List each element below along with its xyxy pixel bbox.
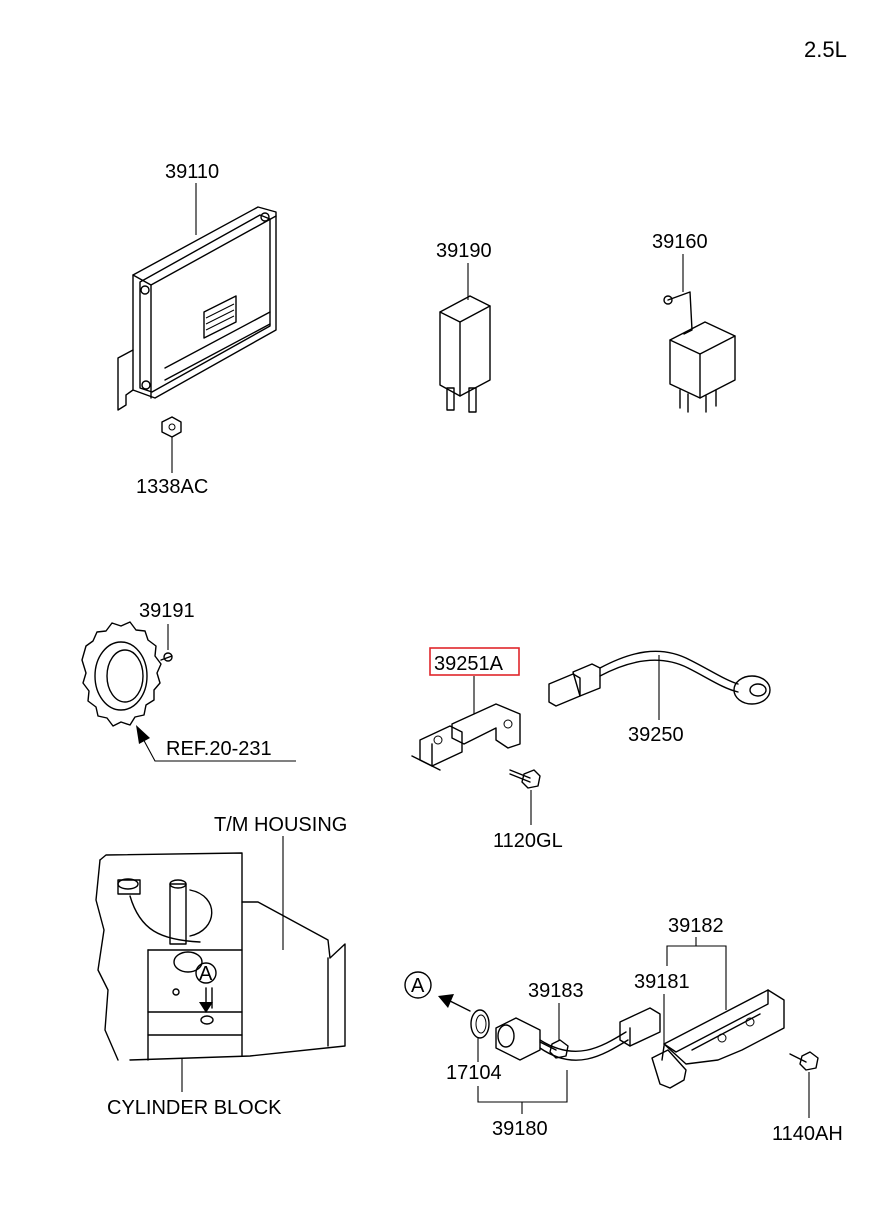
reference-label[interactable]: REF.20-231 <box>166 738 272 760</box>
oring-drawing <box>470 1009 490 1039</box>
part-number-39183[interactable]: 39183 <box>528 980 584 1002</box>
knock-bracket-drawing <box>411 703 521 771</box>
relay-39190-drawing <box>439 295 491 413</box>
part-number-39190[interactable]: 39190 <box>436 240 492 262</box>
knock-sensor-drawing <box>548 650 771 707</box>
view-marker-a-detail[interactable]: A <box>411 975 425 997</box>
view-marker-a-engine[interactable]: A <box>199 963 213 985</box>
highlight-box-39251A <box>429 647 520 676</box>
part-number-17104[interactable]: 17104 <box>446 1062 502 1084</box>
target-wheel-drawing <box>81 621 173 727</box>
part-number-39191[interactable]: 39191 <box>139 600 195 622</box>
engine-variant-label: 2.5L <box>804 37 847 62</box>
knock-bolt-drawing <box>509 769 541 789</box>
part-number-39182[interactable]: 39182 <box>668 915 724 937</box>
crank-sensor-drawing <box>495 1007 661 1061</box>
engine-block-drawing <box>95 852 346 1061</box>
part-number-39251A[interactable]: 39251A <box>434 653 504 675</box>
cylinder-block-label[interactable]: CYLINDER BLOCK <box>107 1097 282 1119</box>
relay-39160-drawing <box>663 291 736 413</box>
part-number-39160[interactable]: 39160 <box>652 231 708 253</box>
part-number-1120GL[interactable]: 1120GL <box>493 830 563 852</box>
bracket-bolt-drawing <box>789 1051 819 1071</box>
crank-sensor-bolt-drawing <box>539 1039 569 1059</box>
crank-clip-drawing <box>651 1045 687 1089</box>
part-number-39180[interactable]: 39180 <box>492 1118 548 1140</box>
part-number-39250[interactable]: 39250 <box>628 724 684 746</box>
ecu-nut-drawing <box>161 416 182 438</box>
ecu-module-drawing <box>117 206 277 411</box>
part-number-39181[interactable]: 39181 <box>634 971 690 993</box>
part-number-1338AC[interactable]: 1338AC <box>136 476 208 498</box>
tm-housing-label[interactable]: T/M HOUSING <box>214 814 347 836</box>
part-number-39110[interactable]: 39110 <box>165 161 219 183</box>
part-number-1140AH[interactable]: 1140AH <box>772 1123 843 1145</box>
crank-bracket-drawing <box>663 989 785 1065</box>
